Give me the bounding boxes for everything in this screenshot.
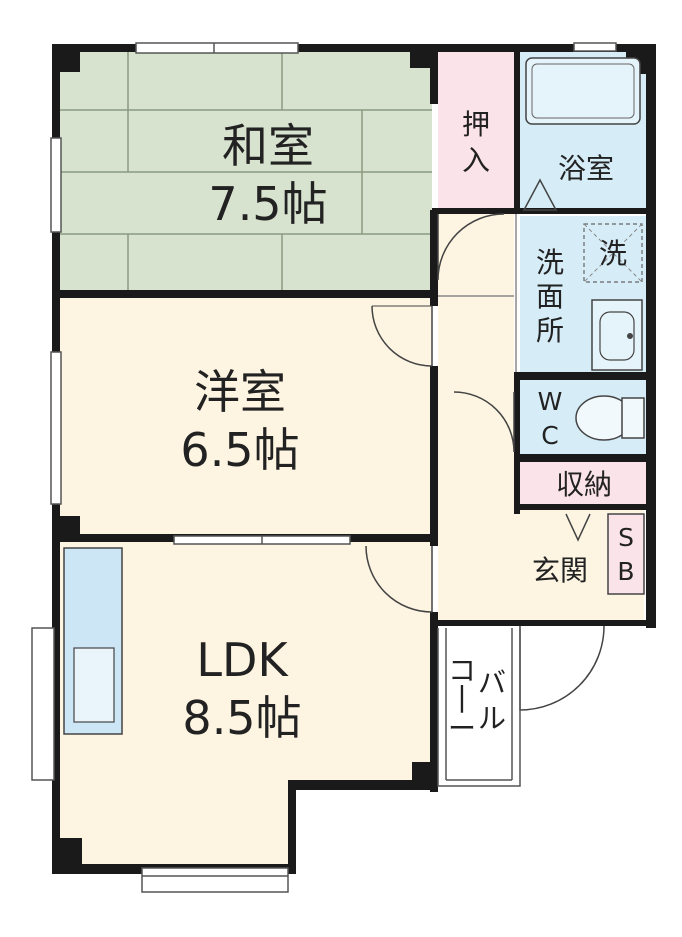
shoebox-floor xyxy=(607,513,645,595)
hallway-floor xyxy=(438,214,514,622)
wc-char-2: C xyxy=(541,421,558,450)
ldk-size: 8.5帖 xyxy=(182,691,301,745)
washing-machine-icon xyxy=(583,223,643,283)
ldk-name: LDK xyxy=(196,633,289,687)
youshitsu-floor xyxy=(58,298,432,534)
oshiire-char-2: 入 xyxy=(462,144,490,177)
balcony-col1-char-2: | xyxy=(457,680,466,713)
balcony-outline xyxy=(437,628,521,787)
sink-icon xyxy=(591,299,643,371)
balcony-col2-char-2: ル xyxy=(478,702,506,735)
balcony-col1-char-1: コ xyxy=(448,654,476,687)
doors xyxy=(365,213,605,711)
windows xyxy=(31,42,617,893)
washitsu-size: 7.5帖 xyxy=(208,177,327,231)
sb-char-2: B xyxy=(617,557,634,586)
genkan-name: 玄関 xyxy=(532,554,588,587)
youshitsu-name: 洋室 xyxy=(194,365,286,419)
bathtub-icon xyxy=(522,57,641,211)
balcony-col2-char-1: バ xyxy=(478,666,506,699)
storage-floor xyxy=(520,462,648,508)
balcony-col1-char-3: ー xyxy=(448,712,476,745)
senmenjo-char-3: 所 xyxy=(536,314,564,347)
sb-char-1: S xyxy=(618,523,634,552)
washitsu-name: 和室 xyxy=(222,119,314,173)
oshiire-floor xyxy=(438,52,514,212)
yokushitsu-name: 浴室 xyxy=(558,152,614,185)
senmenjo-char-1: 洗 xyxy=(536,246,564,279)
sentaku-label: 洗 xyxy=(599,237,627,270)
genkan-step xyxy=(565,513,591,542)
kitchen-counter xyxy=(63,547,123,735)
senmenjo-char-2: 面 xyxy=(536,280,564,313)
oshiire-char-1: 押 xyxy=(462,108,490,141)
toilet-icon xyxy=(575,395,645,441)
wc-char-1: W xyxy=(538,387,563,416)
tatami-lines xyxy=(58,52,432,292)
ldk-floor xyxy=(58,540,432,868)
shuno-name: 収納 xyxy=(556,468,612,501)
youshitsu-size: 6.5帖 xyxy=(180,423,299,477)
